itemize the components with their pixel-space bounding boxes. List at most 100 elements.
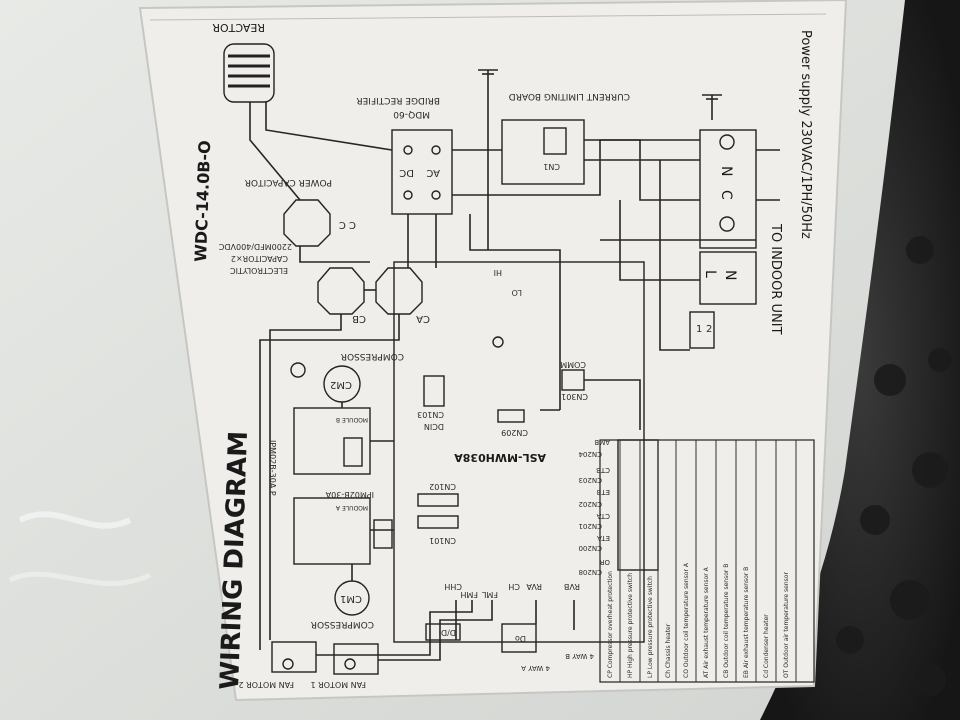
di-box [425,623,461,641]
comm-terminal [689,311,715,349]
legend-line: Ch Chassis heater [665,623,672,678]
reactor-component: REACTOR [212,21,275,103]
module-b-cn1 [343,437,363,467]
ac-label: AC [426,167,440,178]
module-a-model: IPM02B-30A [325,490,374,499]
lo-label: LO [512,288,522,297]
fan-1-symbol [344,658,356,670]
cm1-label: CM1 [340,593,362,604]
fan-motor-1-label: FAN MOTOR 1 [311,680,366,689]
bridge-model: MDQ-60 [393,109,430,119]
relay-row: RVB RVA CH FML FMH CHH D/DI Do 4 WAY A 4… [425,582,594,672]
wires [249,102,780,661]
sensor-cn203: CN203 [579,476,603,484]
cn103-label: CN103 [417,410,444,419]
sensor-cn208: CN208 [579,568,603,576]
power-capacitor: POWER CAPACITOR C C [245,177,356,247]
compressor-top-label: COMPRESSOR [341,351,404,361]
terminal-n2: N [722,270,738,280]
power-terminal [699,129,757,249]
hi-lo-switch: HI LO CN209 [492,268,528,437]
panel-scratch [8,571,152,586]
power-cap-label: POWER CAPACITOR [245,177,332,187]
legend-line: HP High pressure protective switch [627,573,634,678]
fan-motor-2-label: FAN MOTOR 2 [239,680,294,689]
bridge-label: BRIDGE RECTIFIER [356,95,440,105]
power-supply-vertical: Power supply 230VAC/1PH/50Hz [798,30,813,239]
do-box [501,623,537,653]
cn209-label: CN209 [501,428,528,437]
sensor-amb: AMB [594,438,610,446]
comm-label: COMM [560,360,586,369]
earth-icon [719,216,735,232]
cn102-label: CN102 [429,482,456,491]
foam-texture [836,236,952,696]
sensor-cn204: CN204 [578,450,602,458]
reactor-coil [228,54,270,88]
module-b-label: MODULE B [336,416,368,423]
cn101-box [417,515,459,529]
ground-symbols [478,69,722,120]
relay-rva: RVA [526,582,542,591]
cn103-box [423,375,445,407]
earth-icon [719,134,735,150]
cn102-box [417,493,459,507]
relay-chh: CHH [444,582,462,591]
sensor-cn201: CN201 [579,522,603,530]
current-limiting-board: CURRENT LIMITING BOARD CN1 [501,91,630,185]
module-a: MODULE A IPM02B-30A [293,490,393,565]
relay-fml: FML [481,590,498,599]
do-label: Do [515,634,526,643]
cap-cb [317,267,365,315]
sensor-or: OR [599,558,610,566]
reactor-body [223,43,275,103]
legend-line: CO Outdoor coil temperature sensor A [683,562,690,678]
sensor-cn202: CN202 [579,500,603,508]
ca-label: CA [416,313,430,324]
sensor-cta: CTA [596,512,610,520]
electrolytic-capacitors: 2200MFD/400VDC CAPACITOR×2 ELECTROLYTIC … [218,242,430,324]
bridge-rectifier: BRIDGE RECTIFIER MDQ-60 DC AC [356,95,453,215]
dc-label: DC [399,167,414,178]
electrolytic-label: ELECTROLYTIC [230,266,288,275]
module-b-model: IPM02B-30A P [268,440,277,496]
bridge-terminal [403,190,413,200]
terminal-n: N [718,166,734,176]
legend-columns [619,440,797,682]
model-vertical: WDC-14.0B-O [191,140,214,262]
cm2-label: CM2 [330,379,352,390]
bridge-terminal [431,145,441,155]
current-board-label: CURRENT LIMITING BOARD [509,91,630,101]
bridge-terminal [431,190,441,200]
sensor-ctb: CTB [596,466,610,474]
legend-line: EB Air exhaust temperature sensor B [743,567,750,678]
terminal-l: L [702,270,718,278]
terminal-blocks: N C L N 1 2 [689,129,757,349]
fan-motor-2-box [271,641,317,673]
way-b: 4 WAY B [565,652,594,660]
way-a: 4 WAY A [521,664,550,672]
bridge-box [391,129,453,215]
module-a-box [293,497,371,565]
sensor-etb: ETB [596,488,610,496]
dcin-label: DCIN [424,422,444,431]
cn301-label: CN301 [561,392,588,401]
comm-terminal-2: 2 [706,324,712,335]
module-a-label: MODULE A [335,504,368,511]
legend-line: CB Outdoor coil temperature sensor B [723,564,730,678]
ground-icon [290,362,306,378]
cap-rating: 2200MFD/400VDC [218,242,292,251]
cc-label: C C [339,219,356,230]
sensor-eta: ETA [597,534,610,542]
cb-label: CB [352,313,366,324]
power-cap-body [283,199,331,247]
legend-table: CP Compressor overheat protection HP Hig… [599,439,815,683]
to-indoor-vertical: TO INDOOR UNIT [768,223,783,335]
bridge-terminal [403,145,413,155]
cn101-label: CN101 [429,536,456,545]
legend-frame [599,439,815,683]
relay-fmh: FMH [460,590,478,599]
main-board-label: ASL-MWH038A [454,451,546,464]
compressor-bottom-label: COMPRESSOR [311,619,374,629]
